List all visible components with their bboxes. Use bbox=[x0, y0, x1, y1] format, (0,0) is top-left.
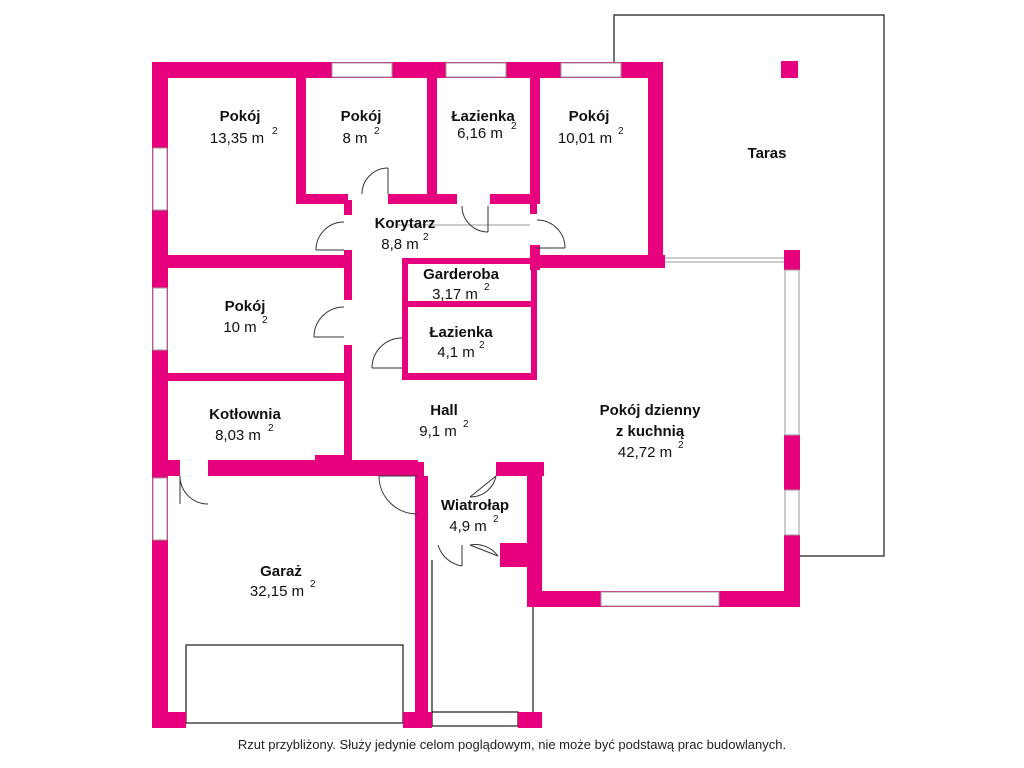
disclaimer-note: Rzut przybliżony. Służy jedynie celom po… bbox=[237, 737, 787, 752]
room-garaz: Garaż 32,15 m 2 bbox=[250, 563, 316, 600]
terrace-pillar bbox=[781, 61, 798, 78]
room-name: Garderoba bbox=[423, 266, 500, 283]
doors bbox=[179, 167, 566, 567]
room-name-line2: z kuchnią bbox=[616, 423, 685, 440]
room-pokoj-4: Pokój 10 m 2 bbox=[223, 298, 268, 336]
room-name: Pokój bbox=[225, 298, 266, 315]
room-area: 8,8 m bbox=[381, 236, 419, 253]
room-name: Garaż bbox=[260, 563, 302, 580]
room-area: 32,15 m bbox=[250, 583, 304, 600]
room-area: 42,72 m bbox=[618, 444, 672, 461]
room-garderoba: Garderoba 3,17 m 2 bbox=[423, 266, 500, 303]
room-area: 4,1 m bbox=[437, 344, 475, 361]
garage-door bbox=[185, 644, 404, 724]
room-pokoj-1: Pokój 13,35 m 2 bbox=[210, 108, 278, 147]
room-area: 10 m bbox=[223, 319, 256, 336]
room-pokoj-2: Pokój 8 m 2 bbox=[341, 108, 382, 147]
room-pokoj-3: Pokój 10,01 m 2 bbox=[558, 108, 624, 147]
room-korytarz: Korytarz 8,8 m 2 bbox=[375, 215, 436, 253]
room-name: Hall bbox=[430, 402, 458, 419]
room-name-line1: Pokój dzienny bbox=[600, 402, 702, 419]
room-name: Łazienka bbox=[429, 324, 493, 341]
carport-gate bbox=[431, 711, 519, 727]
area-unit-power: 2 bbox=[618, 126, 624, 137]
room-name: Kotłownia bbox=[209, 406, 281, 423]
room-area: 6,16 m bbox=[457, 125, 503, 142]
area-unit-power: 2 bbox=[272, 126, 278, 137]
room-area: 3,17 m bbox=[432, 286, 478, 303]
room-area: 10,01 m bbox=[558, 130, 612, 147]
room-taras: Taras bbox=[748, 145, 787, 162]
room-name: Taras bbox=[748, 145, 787, 162]
area-unit-power: 2 bbox=[374, 126, 380, 137]
area-unit-power: 2 bbox=[511, 121, 517, 132]
room-name: Pokój bbox=[569, 108, 610, 125]
room-pokoj-dzienny: Pokój dzienny z kuchnią 42,72 m 2 bbox=[600, 402, 702, 461]
room-lazienka-2: Łazienka 4,1 m 2 bbox=[429, 324, 493, 361]
area-unit-power: 2 bbox=[479, 340, 485, 351]
garage-outlines bbox=[185, 560, 534, 727]
terrace bbox=[613, 14, 885, 557]
area-unit-power: 2 bbox=[262, 315, 268, 326]
room-area: 8,03 m bbox=[215, 427, 261, 444]
area-unit-power: 2 bbox=[268, 423, 274, 434]
area-unit-power: 2 bbox=[310, 579, 316, 590]
area-unit-power: 2 bbox=[423, 232, 429, 243]
room-name: Wiatrołap bbox=[441, 497, 509, 514]
area-unit-power: 2 bbox=[463, 419, 469, 430]
room-wiatrolap: Wiatrołap 4,9 m 2 bbox=[441, 497, 509, 535]
area-unit-power: 2 bbox=[493, 514, 499, 525]
room-hall: Hall 9,1 m 2 bbox=[419, 402, 469, 440]
room-lazienka-1: Łazienka 6,16 m 2 bbox=[451, 108, 517, 142]
room-name: Pokój bbox=[341, 108, 382, 125]
room-area: 8 m bbox=[342, 130, 367, 147]
room-area: 13,35 m bbox=[210, 130, 264, 147]
room-name: Korytarz bbox=[375, 215, 436, 232]
room-name: Pokój bbox=[220, 108, 261, 125]
room-area: 9,1 m bbox=[419, 423, 457, 440]
windows bbox=[152, 62, 800, 607]
area-unit-power: 2 bbox=[678, 440, 684, 451]
room-name: Łazienka bbox=[451, 108, 515, 125]
room-area: 4,9 m bbox=[449, 518, 487, 535]
room-kotlownia: Kotłownia 8,03 m 2 bbox=[209, 406, 281, 444]
walls bbox=[152, 62, 800, 728]
area-unit-power: 2 bbox=[484, 282, 490, 293]
